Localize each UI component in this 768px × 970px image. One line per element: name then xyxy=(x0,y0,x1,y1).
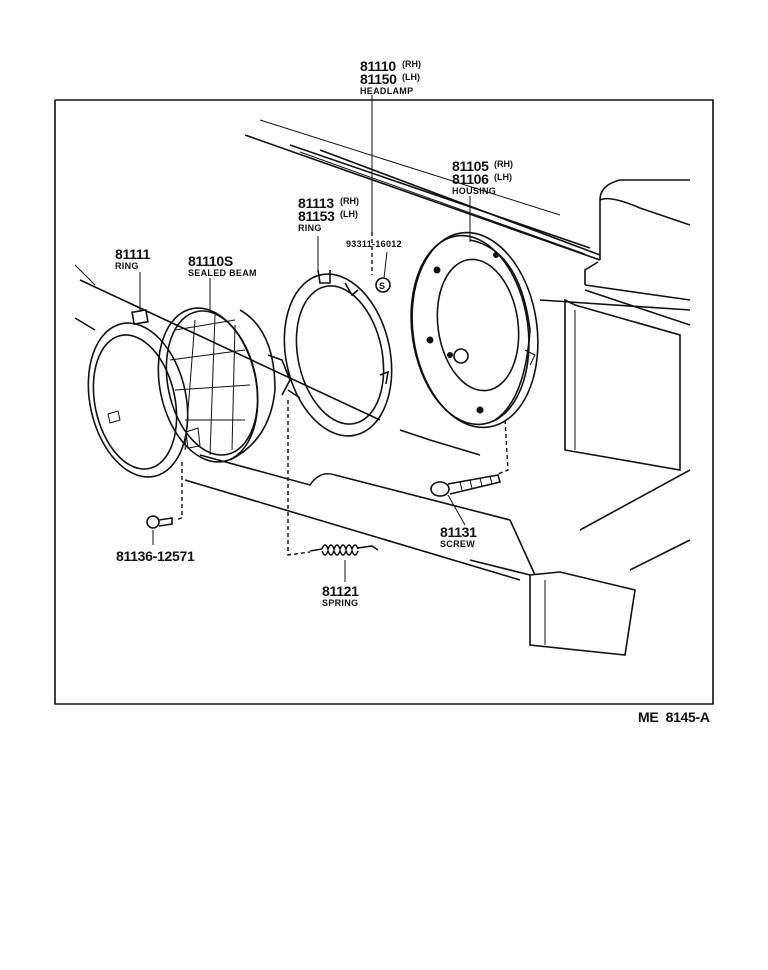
assembly-dashed-lines xyxy=(174,232,509,556)
sealed-beam-name: SEALED BEAM xyxy=(188,268,257,278)
housing-label: 81105 (RH) 81106 (LH) HOUSING xyxy=(452,158,513,196)
clip-part: S xyxy=(375,277,391,293)
sealed-beam-label: 81110S SEALED BEAM xyxy=(188,253,257,278)
spring-label: 81121 SPRING xyxy=(322,583,359,608)
clip-symbol: S xyxy=(379,281,385,291)
inner-ring-suffix-lh: (LH) xyxy=(340,209,358,219)
outer-ring-name: RING xyxy=(115,261,139,271)
small-screw-number: 81136-12571 xyxy=(116,548,195,564)
spring-number: 81121 xyxy=(322,583,359,599)
outer-ring-label: 81111 RING xyxy=(115,246,151,271)
inner-ring-name: RING xyxy=(298,223,322,233)
inner-ring-suffix-rh: (RH) xyxy=(340,196,359,206)
inner-ring-number-rh: 81113 xyxy=(298,195,334,211)
adjusting-screw-part xyxy=(430,474,501,497)
housing-suffix-lh: (LH) xyxy=(494,172,512,182)
headlamp-suffix-lh: (LH) xyxy=(402,72,420,82)
headlamp-suffix-rh: (RH) xyxy=(402,59,421,69)
housing-name: HOUSING xyxy=(452,186,496,196)
outer-ring-number: 81111 xyxy=(115,246,151,262)
spring-name: SPRING xyxy=(322,598,358,608)
spring-part xyxy=(309,544,379,556)
inner-ring-part xyxy=(283,269,393,437)
clip-number: 93311-16012 xyxy=(346,239,402,249)
headlamp-name: HEADLAMP xyxy=(360,86,413,96)
screw-label: 81131 SCREW xyxy=(440,524,477,549)
screw-number: 81131 xyxy=(440,524,477,540)
headlamp-number-rh: 81110 xyxy=(360,58,396,74)
headlamp-label: 81110 (RH) 81150 (LH) HEADLAMP xyxy=(360,58,421,96)
inner-ring-number-lh: 81153 xyxy=(298,208,335,224)
housing-number-rh: 81105 xyxy=(452,158,489,174)
housing-part xyxy=(410,231,539,429)
leader-lines xyxy=(139,96,471,582)
housing-suffix-rh: (RH) xyxy=(494,159,513,169)
small-screw-part xyxy=(146,515,173,529)
headlamp-number-lh: 81150 xyxy=(360,71,397,87)
outer-ring-part xyxy=(87,308,201,478)
diagram-frame xyxy=(54,95,714,705)
inner-ring-label: 81113 (RH) 81153 (LH) RING xyxy=(298,195,359,233)
sealed-beam-part xyxy=(157,307,291,463)
screw-name: SCREW xyxy=(440,539,475,549)
diagram-code: ME 8145-A xyxy=(638,709,710,725)
vehicle-body-outline xyxy=(74,119,691,656)
sealed-beam-number: 81110S xyxy=(188,253,233,269)
housing-number-lh: 81106 xyxy=(452,171,489,187)
